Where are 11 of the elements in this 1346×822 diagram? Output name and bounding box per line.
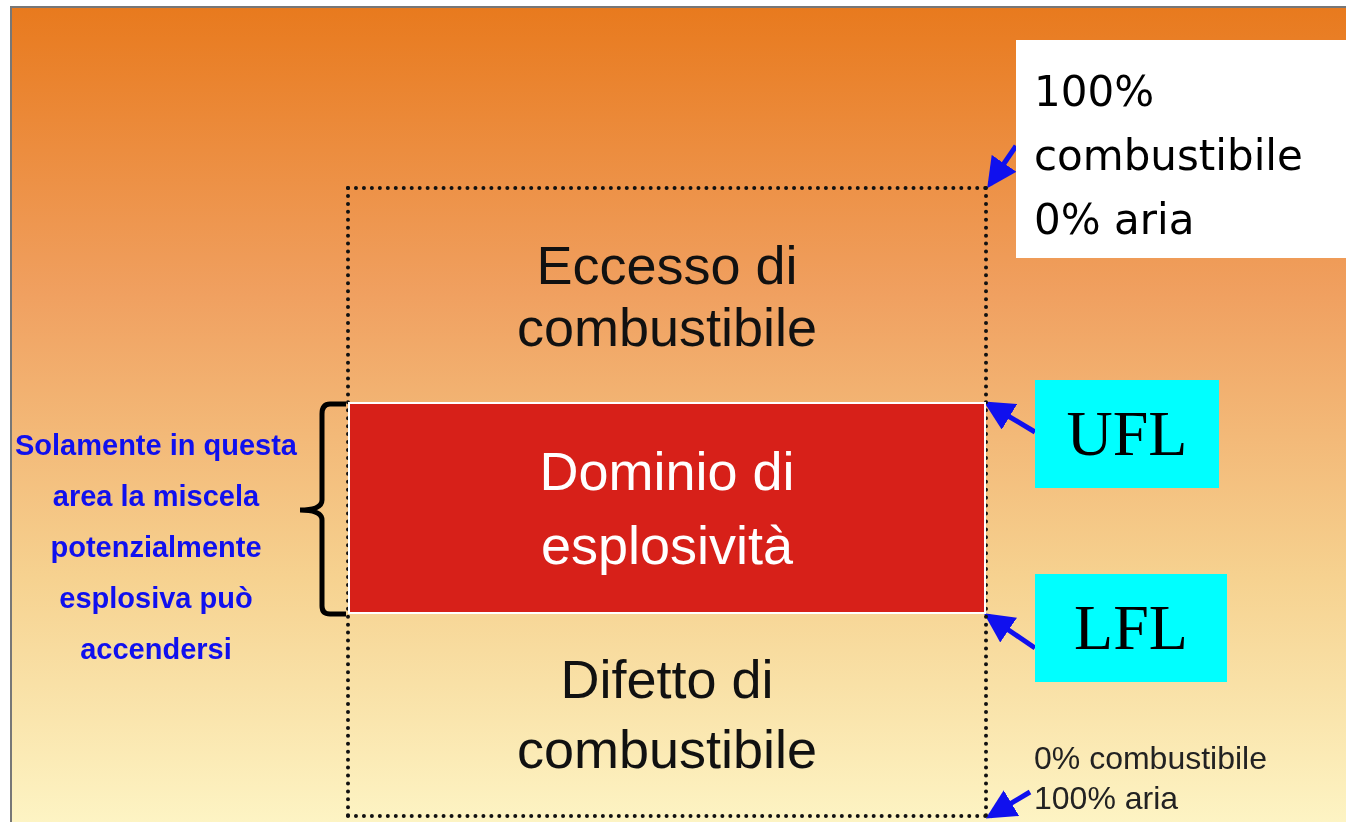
zone-label: Eccesso di combustibile — [350, 190, 984, 402]
explosive-range-box: Dominio di esplosività — [348, 402, 986, 614]
arrow — [985, 789, 1032, 819]
zone-label: Difetto di combustibile — [350, 614, 984, 814]
limit-label: UFL — [1035, 380, 1219, 488]
callout-text: 0% combustibile 100% aria — [1030, 738, 1346, 822]
range-box — [346, 186, 988, 818]
callout-box: 100% combustibile 0% aria — [1016, 40, 1346, 258]
note-text: Solamente in questa area la miscela potenzialmente esplosiva può accendersi — [14, 428, 298, 667]
limit-label: LFL — [1035, 574, 1227, 682]
arrow — [983, 401, 1037, 435]
